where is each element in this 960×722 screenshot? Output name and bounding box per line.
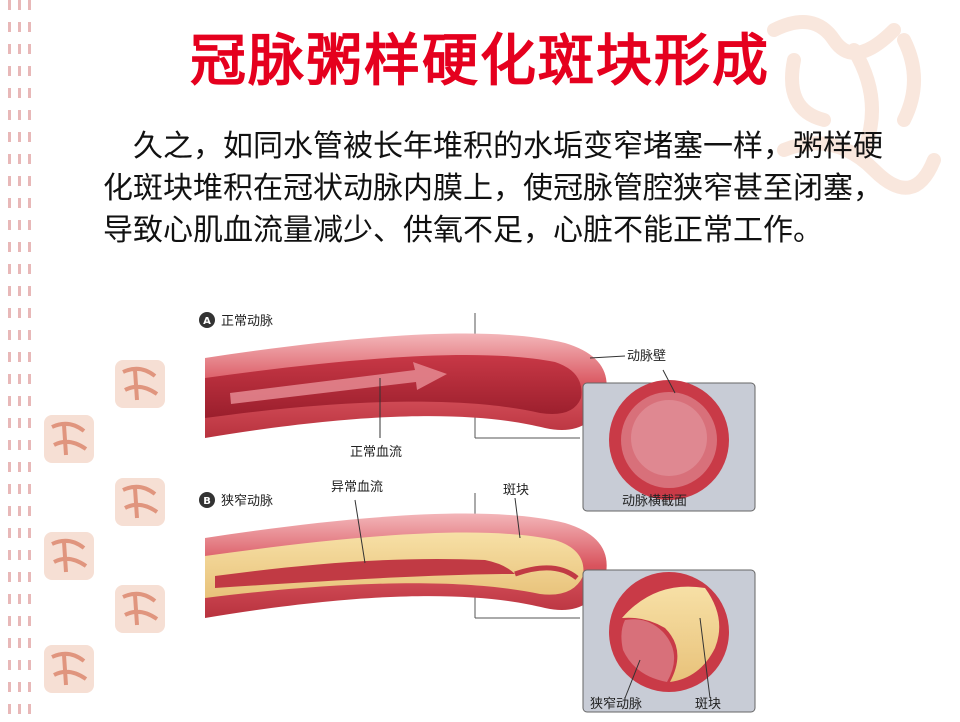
panel-a: A 正常动脉 动脉壁 正常血流 动脉横截面 — [199, 312, 756, 512]
normal-artery-lumen — [205, 354, 582, 418]
seal-decoration — [115, 585, 165, 633]
slide-title: 冠脉粥样硬化斑块形成 — [190, 29, 770, 94]
cross-plaque-label: 斑块 — [695, 697, 721, 712]
left-dashed-border-2 — [18, 0, 21, 720]
seal-decoration — [44, 415, 94, 463]
panel-b: B 狭窄动脉 异常血流 斑块 狭窄动脉 斑块 — [199, 480, 756, 713]
narrow-lumen — [215, 558, 515, 588]
cross-section-label: 动脉横截面 — [622, 494, 687, 509]
seal-decoration — [44, 645, 94, 693]
callout-abnormal-flow: 异常血流 — [331, 480, 383, 495]
badge-b: B — [203, 496, 211, 507]
badge-a-circle — [199, 312, 215, 328]
left-dashed-border-3 — [28, 0, 31, 720]
panel-b-label: 狭窄动脉 — [221, 493, 273, 509]
seal-decoration — [115, 360, 165, 408]
body-paragraph: 久之，如同水管被长年堆积的水垢变窄堵塞一样，粥样硬化斑块堆积在冠状动脉内膜上，使… — [103, 129, 883, 248]
badge-b-circle — [199, 492, 215, 508]
badge-a: A — [203, 316, 211, 327]
seal-decoration — [115, 478, 165, 526]
cross-section-plaque — [622, 586, 720, 682]
left-dashed-border — [8, 0, 11, 720]
cross-narrow-label: 狭窄动脉 — [590, 696, 642, 712]
panel-a-label: 正常动脉 — [221, 314, 273, 329]
normal-flow-arrow — [230, 362, 447, 404]
calligraphy-watermark — [754, 0, 944, 200]
artery-diagram: A 正常动脉 动脉壁 正常血流 动脉横截面 B — [185, 298, 770, 718]
seal-decoration — [44, 532, 94, 580]
callout-plaque: 斑块 — [503, 483, 529, 498]
cross-section-narrow-lumen — [621, 619, 675, 682]
callout-artery-wall: 动脉壁 — [627, 349, 666, 364]
callout-normal-flow: 正常血流 — [350, 445, 402, 460]
